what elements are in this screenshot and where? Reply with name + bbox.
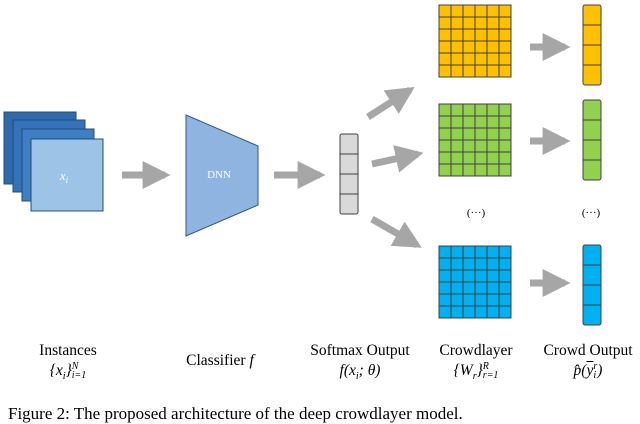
classifier-label: Classifier f	[168, 352, 272, 370]
instances-stack: xi	[3, 111, 104, 212]
dnn-block: DNN	[185, 114, 259, 237]
softmax-name: Softmax Output	[310, 342, 410, 359]
instance-symbol: xi	[59, 168, 69, 185]
arrow-to-crowd-matrix-3	[370, 215, 422, 249]
instance-subscript: i	[66, 175, 69, 185]
crowd-matrix-3	[438, 245, 512, 319]
arrow-to-crowd-matrix-2	[371, 145, 424, 173]
crowd-output-ellipsis: (···)	[582, 207, 601, 219]
softmax-math: f(xi; θ)	[339, 362, 381, 383]
crowd-output-vector-2	[582, 99, 602, 181]
classifier-math: f	[249, 352, 254, 369]
instances-name: Instances	[39, 342, 97, 359]
figure-caption: Figure 2: The proposed architecture of t…	[8, 404, 463, 423]
arrow-to-crowd-matrix-1	[366, 86, 415, 120]
crowd-matrix-1	[438, 4, 512, 78]
crowdlayer-name: Crowdlayer	[439, 342, 513, 359]
crowd-matrix-ellipsis: (···)	[467, 207, 486, 219]
crowd-output-vector-3	[582, 244, 602, 326]
softmax-label: Softmax Output f(xi; θ)	[298, 342, 422, 382]
softmax-vector	[339, 133, 359, 215]
crowd-matrix-2	[438, 103, 512, 177]
crowd-output-name: Crowd Output	[543, 342, 633, 359]
crowd-output-vector-1	[582, 4, 602, 86]
dnn-label: DNN	[207, 169, 231, 181]
classifier-name: Classifier	[186, 352, 246, 369]
